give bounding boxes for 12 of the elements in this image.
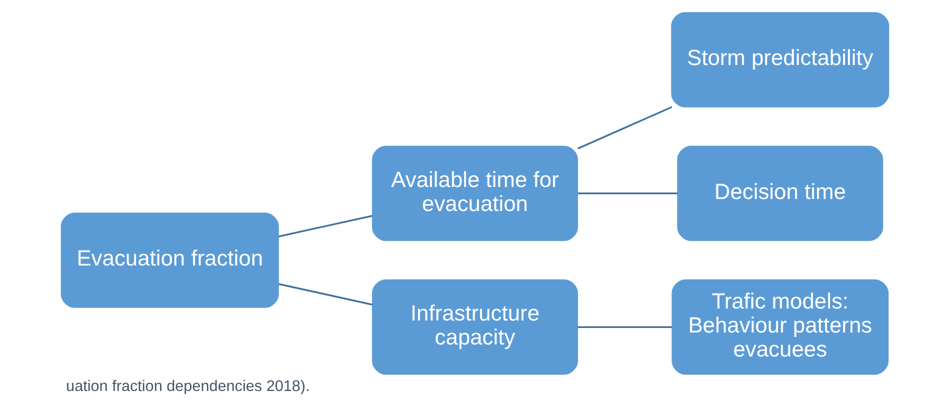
node-box: Evacuation fraction [60,212,279,308]
connector [578,192,678,194]
connector [278,215,372,238]
node-box: Decision time [677,146,884,242]
connector [278,283,372,306]
caption: uation fraction dependencies 2018). [66,378,310,395]
node-box: Infrastructure capacity [372,279,578,375]
node-box: Trafic models: Behaviour patterns evacuees [672,279,889,375]
node-box: Storm predictability [671,12,890,108]
connector [577,106,672,150]
node-box: Available time for evacuation [372,146,578,242]
connector [578,326,672,328]
